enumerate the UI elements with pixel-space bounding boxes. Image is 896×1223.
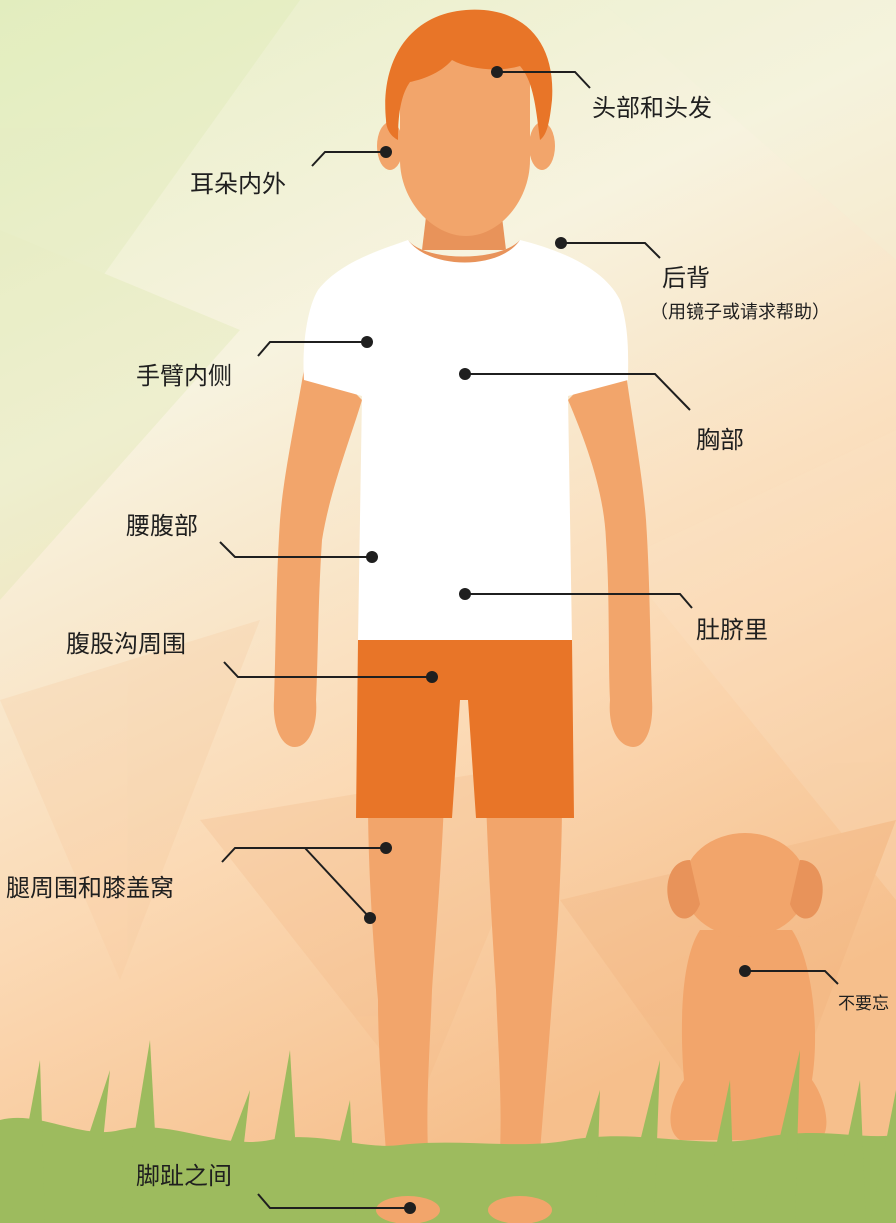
leader-dots — [361, 66, 751, 1214]
grass — [0, 1040, 896, 1223]
leader-legs-2 — [304, 847, 371, 919]
leader-ears — [311, 151, 386, 167]
leader-waist — [219, 541, 372, 558]
leader-groin — [223, 661, 432, 678]
hair — [385, 9, 553, 141]
leader-lines — [219, 71, 839, 1209]
leader-navel — [465, 593, 693, 609]
t-shirt — [303, 240, 629, 640]
label-groin: 腹股沟周围 — [66, 630, 186, 658]
label-toes: 脚趾之间 — [136, 1162, 232, 1190]
collar-shadow — [408, 240, 520, 263]
leader-back — [561, 242, 661, 259]
label-head: 头部和头发 — [592, 94, 712, 122]
leader-arms — [257, 341, 367, 357]
leader-dog — [745, 970, 839, 985]
label-back-note: （用镜子或请求帮助） — [650, 302, 830, 323]
right-arm — [273, 345, 362, 747]
label-back: 后背 — [662, 264, 710, 292]
leader-legs-1 — [221, 847, 386, 863]
label-chest: 胸部 — [696, 426, 744, 454]
face — [400, 28, 530, 236]
label-ears: 耳朵内外 — [190, 170, 286, 198]
shorts — [356, 640, 574, 818]
leader-head — [497, 71, 591, 89]
label-dog: 不要忘 — [838, 994, 889, 1014]
left-arm — [568, 345, 653, 747]
dog — [667, 833, 827, 1140]
left-foot — [488, 1196, 552, 1223]
label-arms: 手臂内侧 — [136, 362, 232, 390]
leader-toes — [257, 1193, 410, 1209]
label-legs: 腿周围和膝盖窝 — [6, 874, 174, 902]
right-leg — [368, 800, 444, 1222]
left-ear — [529, 122, 555, 170]
left-leg — [486, 800, 562, 1222]
label-navel: 肚脐里 — [696, 616, 768, 644]
leader-chest — [465, 373, 691, 411]
label-waist: 腰腹部 — [126, 512, 198, 540]
